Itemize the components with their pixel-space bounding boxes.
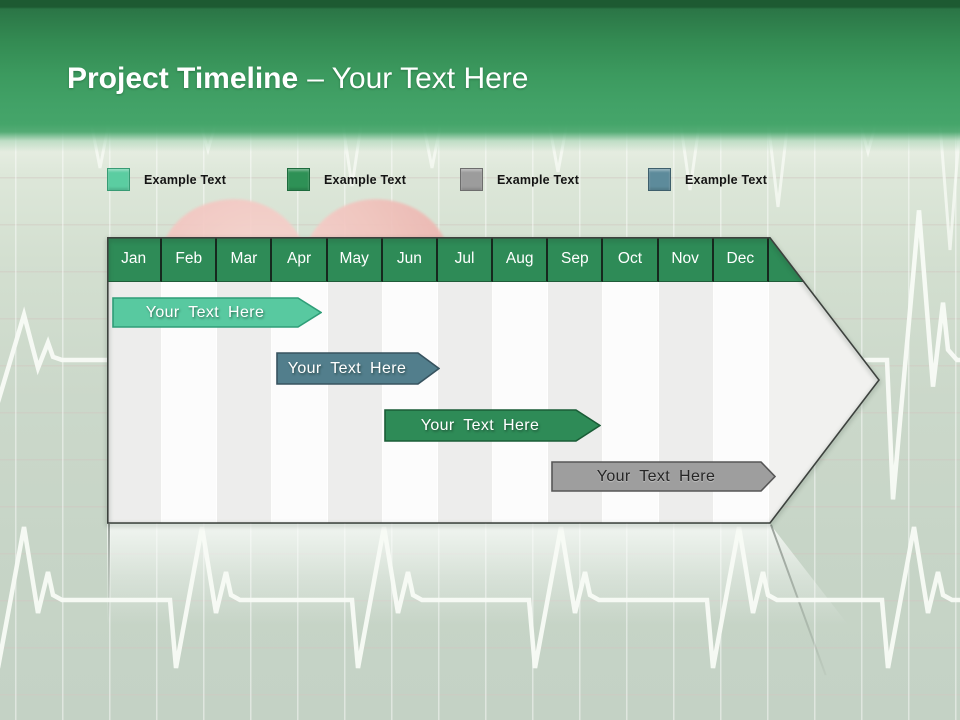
legend-swatch	[648, 168, 671, 191]
bar-label: Your Text Here	[596, 467, 716, 485]
timeline-bar: Your Text Here	[276, 352, 440, 385]
bar-label: Your Text Here	[420, 416, 540, 434]
legend-label: Example Text	[324, 172, 407, 187]
legend-label: Example Text	[685, 172, 768, 187]
timeline-bar: Your Text Here	[112, 297, 322, 328]
slide-title: Project Timeline– Your Text Here	[67, 60, 528, 98]
legend-swatch	[107, 168, 130, 191]
legend-item: Example Text	[648, 168, 767, 191]
arrow-reflection	[107, 524, 863, 644]
legend-item: Example Text	[287, 168, 406, 191]
legend-item: Example Text	[107, 168, 226, 191]
title-bold: Project Timeline	[67, 62, 299, 95]
legend-label: Example Text	[144, 172, 227, 187]
timeline-bar: Your Text Here	[384, 409, 601, 442]
legend-item: Example Text	[460, 168, 579, 191]
bar-label: Your Text Here	[145, 303, 265, 321]
title-light: – Your Text Here	[307, 62, 529, 95]
reflection-left-edge	[108, 524, 110, 619]
legend-swatch	[287, 168, 310, 191]
legend-label: Example Text	[497, 172, 580, 187]
bar-label: Your Text Here	[287, 359, 407, 377]
legend-swatch	[460, 168, 483, 191]
timeline-bar: Your Text Here	[551, 461, 776, 492]
